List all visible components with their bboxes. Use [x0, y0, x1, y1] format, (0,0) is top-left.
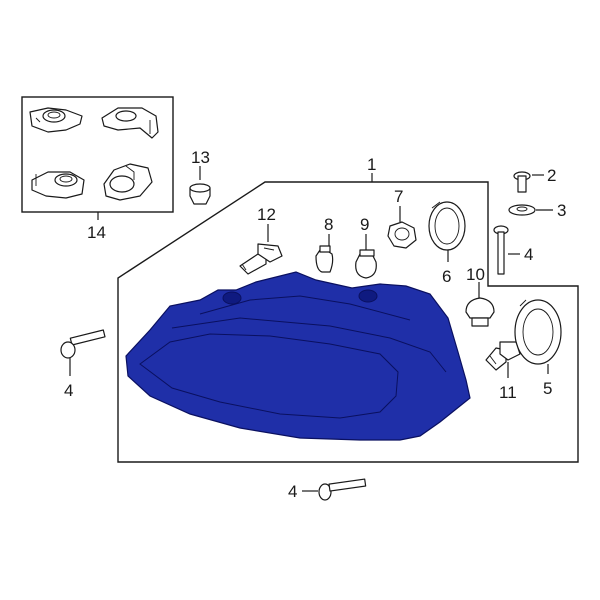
bulb-part-10: [465, 297, 495, 327]
callout-9: 9: [360, 215, 369, 234]
callout-1: 1: [367, 155, 376, 174]
bolt-part-4-bottom: [318, 478, 367, 501]
callouts: 1 2 3 4 4 4 5 6 7 8 9 10 11 12 13 14: [64, 148, 566, 501]
headlamp-assembly-frame: [117, 181, 579, 463]
socket-part-7: [387, 221, 417, 249]
screw-part-2: [513, 171, 531, 193]
callout-13: 13: [191, 148, 210, 167]
callout-11: 11: [499, 383, 517, 402]
washer-part-3: [508, 204, 536, 216]
plug-part-13: [189, 183, 211, 205]
callout-4-right: 4: [524, 245, 533, 264]
headlamp-top-edge: [199, 295, 411, 321]
callout-7: 7: [394, 187, 403, 206]
cap-part-6: [428, 201, 466, 251]
bracket-lower-right: [103, 163, 153, 201]
bracket-upper-left: [29, 107, 83, 133]
headlamp-inner-curve: [171, 317, 447, 373]
callout-4-left: 4: [64, 381, 73, 400]
callout-2: 2: [547, 166, 556, 185]
callout-12: 12: [257, 205, 276, 224]
callout-6: 6: [442, 267, 451, 286]
headlamp-lens-outline: [139, 333, 399, 419]
bulb-part-8: [315, 245, 334, 273]
headlamp-housing-highlighted: [125, 271, 471, 441]
bulb-part-9: [355, 249, 377, 279]
headlamp-top-boss-right: [358, 289, 378, 303]
bolt-part-4-right: [493, 225, 509, 275]
callout-8: 8: [324, 215, 333, 234]
bulb-socket-part-11: [485, 341, 521, 371]
bracket-lower-left: [31, 171, 85, 199]
bulb-socket-part-12: [239, 243, 283, 275]
callout-5: 5: [543, 379, 552, 398]
cap-part-5: [514, 299, 562, 365]
callout-10: 10: [466, 265, 485, 284]
headlamp-housing-body: [125, 271, 471, 441]
callout-14: 14: [87, 223, 106, 242]
bolt-part-4-left: [60, 329, 106, 359]
headlamp-top-boss-left: [222, 291, 242, 305]
bracket-upper-right: [101, 107, 159, 139]
callout-3: 3: [557, 201, 566, 220]
callout-4-bottom: 4: [288, 482, 297, 501]
leader-lines: [69, 166, 553, 492]
